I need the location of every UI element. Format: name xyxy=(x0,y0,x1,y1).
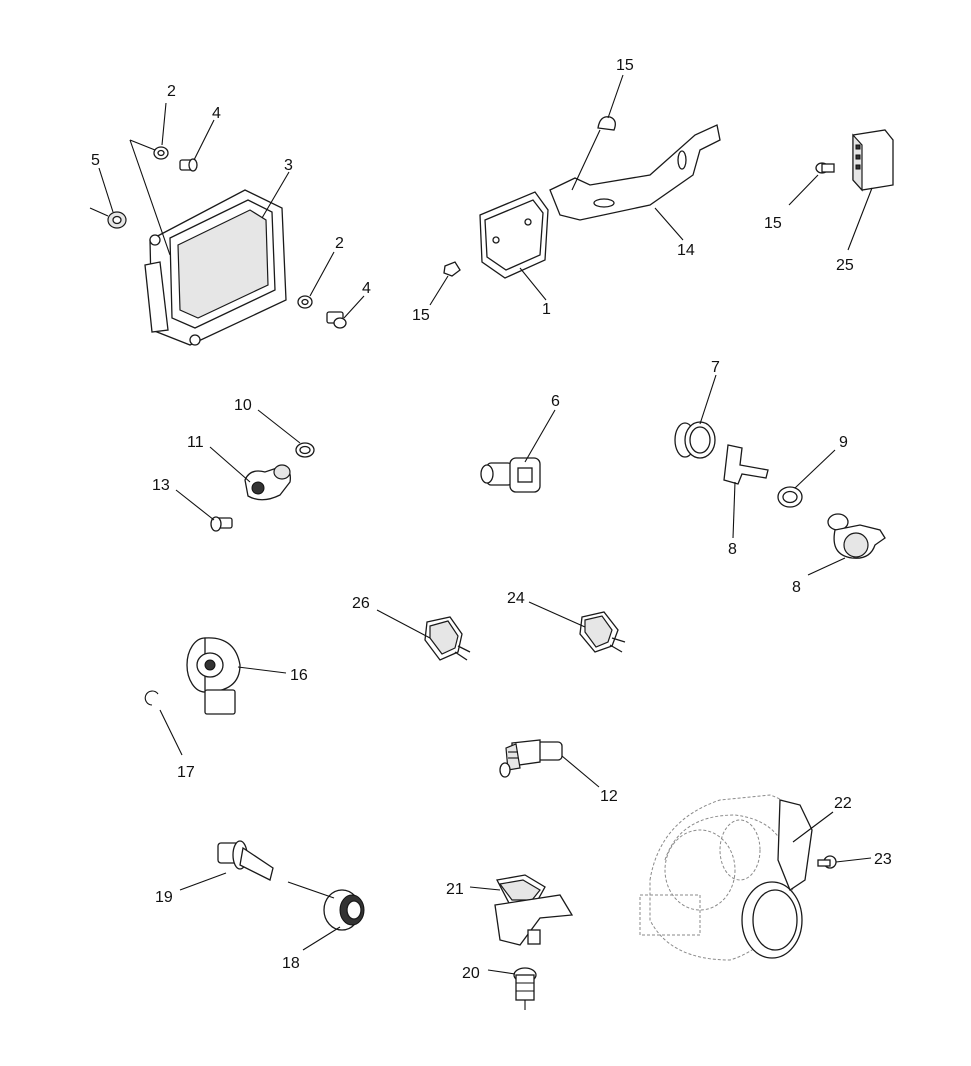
sensor-part-6[interactable] xyxy=(480,457,541,493)
callout-15-top: 15 xyxy=(616,57,634,74)
switch-part-26[interactable] xyxy=(424,616,471,661)
sensor-part-7[interactable] xyxy=(674,421,716,459)
callout-18: 18 xyxy=(282,955,300,972)
plug-part-20[interactable] xyxy=(513,967,537,1010)
bolt-part-4-right[interactable] xyxy=(326,311,347,329)
seal-part-18[interactable] xyxy=(323,889,365,931)
washer-part-2-right[interactable] xyxy=(297,295,313,309)
callout-7: 7 xyxy=(711,359,720,376)
sensor-part-19[interactable] xyxy=(217,840,274,881)
callout-15-left: 15 xyxy=(412,307,430,324)
map-sensor-part-21[interactable] xyxy=(494,874,574,946)
callout-2-top: 2 xyxy=(167,83,176,100)
callout-16: 16 xyxy=(290,667,308,684)
callout-20: 20 xyxy=(462,965,480,982)
sensor-part-11[interactable] xyxy=(244,464,291,501)
knock-sensor-part-16[interactable] xyxy=(186,637,241,715)
callout-17: 17 xyxy=(177,764,195,781)
callout-21: 21 xyxy=(446,881,464,898)
callout-24: 24 xyxy=(507,590,525,607)
gasket-part-8[interactable] xyxy=(723,444,769,485)
clip-part-15-top[interactable] xyxy=(597,116,616,131)
connector-block-part-25[interactable] xyxy=(852,129,894,192)
callout-22: 22 xyxy=(834,795,852,812)
switch-part-24[interactable] xyxy=(579,611,626,653)
callout-8-mid: 8 xyxy=(728,541,737,558)
callout-4-top: 4 xyxy=(212,105,221,122)
temp-sensor-part-12[interactable] xyxy=(499,739,563,778)
o-ring-part-10[interactable] xyxy=(295,442,315,458)
callout-6: 6 xyxy=(551,393,560,410)
callout-13: 13 xyxy=(152,477,170,494)
callout-23: 23 xyxy=(874,851,892,868)
nut-part-9[interactable] xyxy=(777,486,803,508)
bolt-part-4-top[interactable] xyxy=(179,158,198,172)
callout-3: 3 xyxy=(284,157,293,174)
callout-2-right: 2 xyxy=(335,235,344,252)
module-cover-part-1[interactable] xyxy=(479,191,549,279)
callout-26: 26 xyxy=(352,595,370,612)
bracket-part-14[interactable] xyxy=(549,124,721,221)
callout-5: 5 xyxy=(91,152,100,169)
callout-4-right: 4 xyxy=(362,280,371,297)
clip-part-17[interactable] xyxy=(144,690,159,706)
screw-part-15-right[interactable] xyxy=(815,162,835,174)
callout-14: 14 xyxy=(677,242,695,259)
callout-25: 25 xyxy=(836,257,854,274)
ecu-module[interactable] xyxy=(129,139,287,346)
callout-12: 12 xyxy=(600,788,618,805)
sensor-part-8[interactable] xyxy=(827,513,886,559)
bolt-part-13[interactable] xyxy=(210,516,233,532)
callout-19: 19 xyxy=(155,889,173,906)
nut-part-15-left[interactable] xyxy=(443,261,461,277)
callout-1: 1 xyxy=(542,301,551,318)
callout-10: 10 xyxy=(234,397,252,414)
callout-11: 11 xyxy=(187,434,204,451)
callout-15-right: 15 xyxy=(764,215,782,232)
callout-8-right: 8 xyxy=(792,579,801,596)
washer-part-2-top[interactable] xyxy=(153,146,169,160)
washer-part-5[interactable] xyxy=(89,207,127,229)
screw-part-23[interactable] xyxy=(817,855,837,869)
callout-9: 9 xyxy=(839,434,848,451)
throttle-body-assembly-part-22[interactable] xyxy=(639,794,813,961)
